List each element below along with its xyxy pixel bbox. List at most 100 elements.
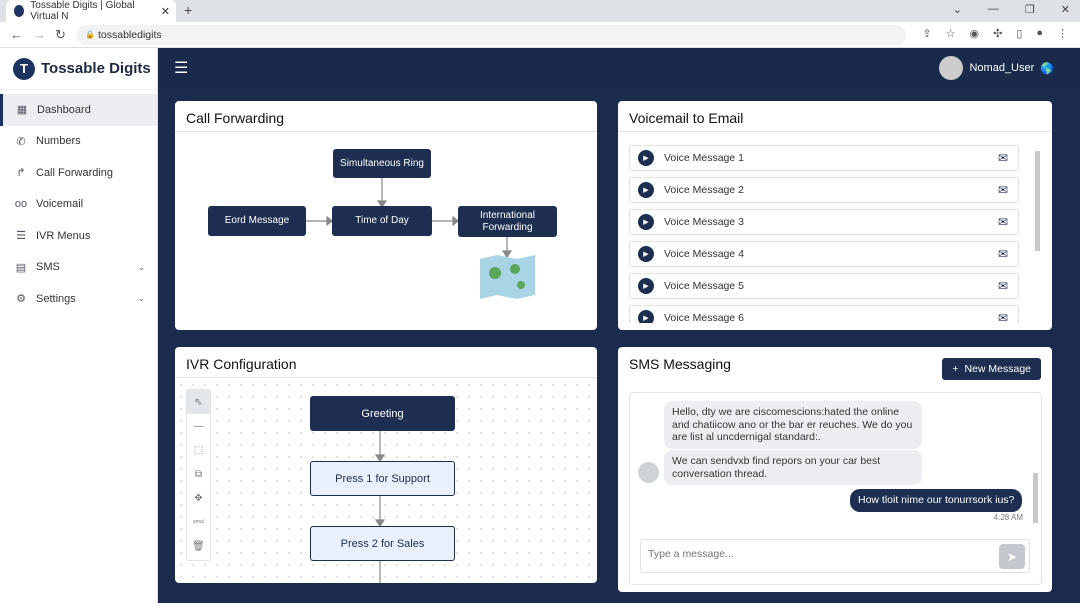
sidebar-item-settings[interactable]: ⚙Settings⌄ bbox=[0, 283, 157, 315]
email-icon[interactable]: ✉ bbox=[997, 311, 1008, 323]
voicemail-label: Voice Message 6 bbox=[664, 312, 744, 323]
phone-icon: ✆ bbox=[16, 135, 26, 148]
email-icon[interactable]: ✉ bbox=[997, 215, 1008, 229]
email-icon[interactable]: ✉ bbox=[997, 279, 1008, 293]
world-map-icon bbox=[480, 255, 535, 299]
sidebar-item-call-forwarding[interactable]: ↱ Call Forwarding bbox=[0, 157, 157, 189]
minimize-icon[interactable]: — bbox=[987, 3, 999, 15]
node-time-of-day[interactable]: Time of Day bbox=[332, 206, 432, 236]
node-eord-message[interactable]: Eord Message bbox=[208, 206, 306, 236]
call-forwarding-card: Call Forwarding Simultaneous Ring Eord M… bbox=[175, 101, 597, 330]
play-icon[interactable]: ▶ bbox=[638, 246, 654, 262]
forward-icon[interactable]: → bbox=[33, 27, 46, 42]
dashboard-icon: ▦ bbox=[16, 104, 28, 117]
back-icon[interactable]: ← bbox=[10, 27, 23, 42]
flow-connectors bbox=[306, 178, 535, 299]
chevron-down-icon[interactable]: ⌄ bbox=[952, 4, 962, 16]
scrollbar[interactable] bbox=[1035, 151, 1040, 251]
share-icon[interactable]: ⇪ bbox=[922, 28, 932, 40]
incoming-message: Hello, dty we are ciscomescions:hated th… bbox=[664, 401, 922, 449]
play-icon[interactable]: ▶ bbox=[638, 182, 654, 198]
ivr-card: IVR Configuration ⇖ — ⬚ ⧉ ✥ xmul 🗑 Greet… bbox=[175, 347, 597, 583]
sidebar-item-label: Voicemail bbox=[36, 198, 84, 211]
hamburger-menu-icon[interactable]: ☰ bbox=[174, 60, 189, 77]
card-title: IVR Configuration bbox=[175, 347, 597, 378]
voicemail-item[interactable]: ▶Voice Message 4✉ bbox=[629, 241, 1019, 267]
delete-tool-icon[interactable]: 🗑 bbox=[192, 540, 205, 552]
voicemail-label: Voice Message 3 bbox=[664, 216, 744, 228]
puzzle-icon[interactable]: ✣ bbox=[993, 28, 1003, 40]
voicemail-label: Voice Message 5 bbox=[664, 280, 744, 292]
play-icon[interactable]: ▶ bbox=[638, 278, 654, 294]
sidebar-item-dashboard[interactable]: ▦Dashboard bbox=[0, 94, 157, 126]
address-bar-row: ← → ↻ 🔒tossabledigits ⇪ ☆ ◉ ✣ ▯ ● ⋮ bbox=[0, 22, 1080, 48]
line-tool-icon[interactable]: — bbox=[193, 420, 204, 432]
star-icon[interactable]: ☆ bbox=[945, 28, 956, 40]
move-tool-icon[interactable]: ✥ bbox=[194, 492, 203, 504]
list-icon: ☰ bbox=[16, 230, 26, 243]
chevron-down-icon: ⌄ bbox=[137, 293, 145, 304]
avatar bbox=[939, 56, 964, 80]
voicemail-item[interactable]: ▶ Voice Message 5 ✉ bbox=[629, 273, 1019, 299]
play-icon[interactable]: ▶ bbox=[638, 214, 654, 230]
sms-card: SMS Messaging +New Message Hello, dty we… bbox=[618, 347, 1052, 592]
voicemail-item[interactable]: ▶ Voice Message 6 ✉ bbox=[629, 305, 1019, 323]
copy-tool-icon[interactable]: ⧉ bbox=[194, 468, 203, 480]
tab-title: Tossable Digits | Global Virtual N bbox=[30, 0, 135, 22]
username: Nomad_User bbox=[969, 62, 1035, 74]
new-tab-button[interactable]: + bbox=[184, 2, 193, 18]
email-icon[interactable]: ✉ bbox=[997, 183, 1008, 197]
message-time: 4:28 AM bbox=[993, 513, 1023, 522]
sms-icon: ▤ bbox=[15, 261, 27, 274]
play-icon[interactable]: ▶ bbox=[638, 150, 654, 166]
voicemail-list: ▶Voice Message 1✉ ▶Voice Message 2✉ ▶Voi… bbox=[618, 133, 1052, 323]
node-press-2-sales[interactable]: Press 2 for Sales bbox=[310, 526, 455, 561]
browser-tab[interactable]: Tossable Digits | Global Virtual N ✕ bbox=[6, 0, 176, 22]
voicemail-item[interactable]: ▶Voice Message 1✉ bbox=[629, 145, 1019, 171]
url-text: tossabledigits bbox=[98, 29, 162, 41]
lock-icon: 🔒 bbox=[85, 30, 95, 39]
node-simultaneous-ring[interactable]: Simultaneous Ring bbox=[333, 149, 431, 178]
send-icon[interactable]: ➤ bbox=[999, 544, 1025, 569]
select-tool-icon[interactable]: ⬚ bbox=[193, 444, 204, 456]
scrollbar[interactable] bbox=[1033, 473, 1038, 523]
sidebar-item-numbers[interactable]: ✆Numbers bbox=[0, 126, 157, 158]
voicemail-item[interactable]: ▶ Voice Message 3 ✉ bbox=[629, 209, 1019, 235]
pointer-tool-icon[interactable]: ⇖ bbox=[187, 390, 210, 414]
text-tool[interactable]: xmul bbox=[193, 519, 204, 525]
url-input[interactable]: 🔒tossabledigits bbox=[76, 25, 906, 45]
sidebar-item-ivr-menus[interactable]: ☰IVR Menus bbox=[0, 220, 157, 252]
close-tab-icon[interactable]: ✕ bbox=[160, 5, 170, 18]
sidepanel-icon[interactable]: ▯ bbox=[1016, 28, 1023, 40]
favicon-icon bbox=[14, 5, 25, 17]
outgoing-message: How tloit nime our tonurrsork ius? bbox=[850, 489, 1023, 512]
menu-icon[interactable]: ⋮ bbox=[1057, 28, 1068, 40]
call-forward-icon: ↱ bbox=[16, 167, 26, 180]
conversation-panel: Hello, dty we are ciscomescions:hated th… bbox=[629, 392, 1042, 585]
node-international-forwarding[interactable]: International Forwarding bbox=[458, 206, 557, 237]
message-input[interactable] bbox=[648, 548, 978, 560]
voicemail-item[interactable]: ▶Voice Message 2✉ bbox=[629, 177, 1019, 203]
restore-icon[interactable]: ❐ bbox=[1024, 4, 1035, 16]
node-press-1-support[interactable]: Press 1 for Support bbox=[310, 461, 455, 496]
chevron-down-icon: ⌄ bbox=[137, 261, 145, 272]
sidebar-item-label: Settings bbox=[36, 292, 76, 305]
sidebar-item-label: Call Forwarding bbox=[36, 166, 114, 179]
close-window-icon[interactable]: ✕ bbox=[1060, 4, 1070, 16]
new-message-button[interactable]: +New Message bbox=[942, 358, 1041, 380]
extension-icon[interactable]: ◉ bbox=[969, 28, 980, 40]
email-icon[interactable]: ✉ bbox=[997, 151, 1008, 165]
email-icon[interactable]: ✉ bbox=[997, 247, 1008, 261]
card-title: Voicemail to Email bbox=[618, 101, 1052, 132]
brand-name: Tossable Digits bbox=[41, 60, 151, 77]
user-menu[interactable]: Nomad_User🌎 bbox=[939, 56, 1054, 80]
profile-icon[interactable]: ● bbox=[1036, 27, 1043, 39]
sidebar-item-sms[interactable]: ▤SMS⌄ bbox=[0, 252, 157, 284]
reload-icon[interactable]: ↻ bbox=[55, 27, 66, 42]
ivr-connectors bbox=[374, 431, 386, 583]
play-icon[interactable]: ▶ bbox=[638, 310, 654, 323]
node-greeting[interactable]: Greeting bbox=[310, 396, 455, 431]
